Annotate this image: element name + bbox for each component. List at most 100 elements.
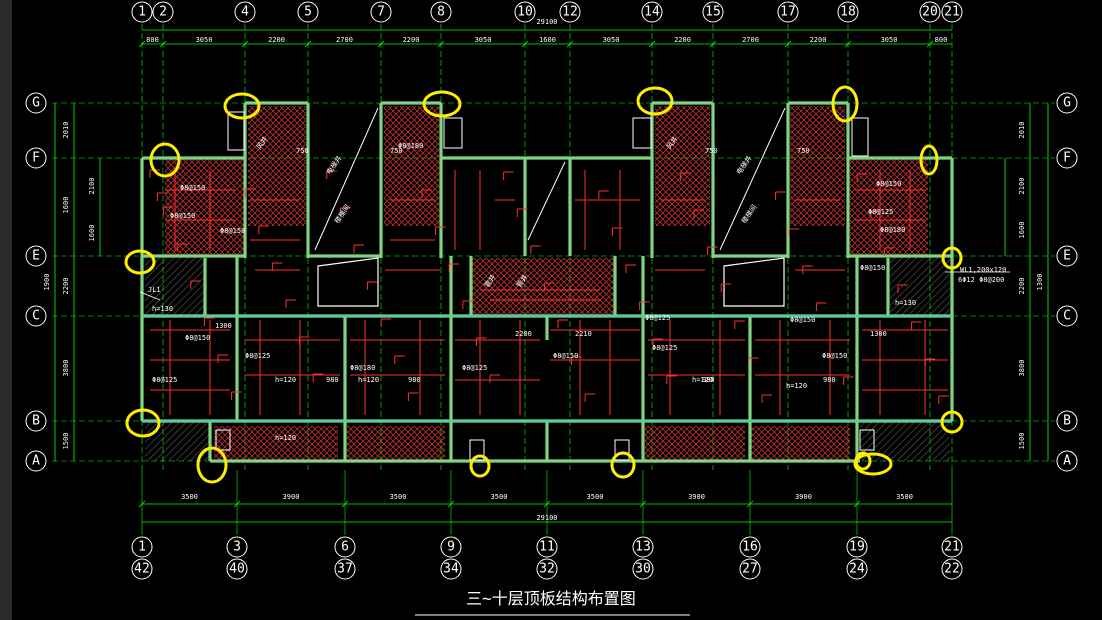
axis-label-bottom-lower: 22	[944, 562, 960, 577]
dim-label-bottom: 3500	[896, 493, 913, 501]
rebar-annotation: Φ8@150	[822, 352, 847, 360]
axis-bubble-bottom-2[interactable]	[941, 558, 963, 580]
slab-hatch-zone	[248, 106, 306, 226]
misc-annotation: 750	[390, 147, 403, 155]
highlight-marker[interactable]	[125, 408, 161, 438]
axis-bubble-bottom-2[interactable]	[536, 558, 558, 580]
misc-annotation: 980	[702, 376, 715, 384]
highlight-marker[interactable]	[196, 446, 228, 484]
axis-bubble-top[interactable]	[919, 1, 941, 23]
axis-bubble-right[interactable]	[1056, 410, 1078, 432]
axis-bubble-bottom[interactable]	[536, 536, 558, 558]
axis-bubble-bottom-2[interactable]	[334, 558, 356, 580]
axis-bubble-top[interactable]	[777, 1, 799, 23]
axis-label-right: C	[1063, 309, 1071, 324]
axis-bubble-bottom[interactable]	[226, 536, 248, 558]
axis-bubble-bottom[interactable]	[632, 536, 654, 558]
axis-bubble-bottom-2[interactable]	[632, 558, 654, 580]
highlight-marker[interactable]	[831, 85, 859, 123]
dim-tick	[648, 40, 656, 48]
dim-tick	[566, 40, 574, 48]
axis-bubble-top[interactable]	[514, 1, 536, 23]
highlight-marker[interactable]	[469, 454, 491, 478]
axis-label-bottom-lower: 34	[443, 562, 459, 577]
axis-bubble-bottom[interactable]	[846, 536, 868, 558]
shaft-box	[859, 429, 875, 451]
highlight-marker[interactable]	[610, 451, 636, 479]
rebar-annotation: Φ8@125	[152, 376, 177, 384]
axis-bubble-top[interactable]	[430, 1, 452, 23]
axis-bubble-right[interactable]	[1056, 245, 1078, 267]
axis-bubble-bottom[interactable]	[440, 536, 462, 558]
stair-diagonal	[314, 107, 379, 251]
axis-bubble-left[interactable]	[25, 92, 47, 114]
axis-bubble-left[interactable]	[25, 147, 47, 169]
dim-label-left: 1500	[62, 433, 70, 450]
highlight-marker[interactable]	[124, 249, 156, 275]
dim-tick	[853, 500, 861, 508]
dim-label-top: 2700	[742, 36, 759, 44]
rebar-annotation: Φ8@125	[652, 344, 677, 352]
axis-bubble-bottom-2[interactable]	[440, 558, 462, 580]
highlight-marker[interactable]	[223, 92, 261, 120]
axis-label-top: 18	[840, 5, 856, 20]
axis-bubble-right[interactable]	[1056, 92, 1078, 114]
highlight-marker[interactable]	[941, 246, 963, 270]
highlight-marker[interactable]	[636, 86, 674, 116]
axis-label-bottom-lower: 37	[337, 562, 353, 577]
highlight-marker[interactable]	[422, 90, 462, 118]
dim-label-bottom: 3500	[181, 493, 198, 501]
rebar-annotation: Φ8@150	[185, 334, 210, 342]
axis-bubble-left[interactable]	[25, 245, 47, 267]
elevator-shaft[interactable]	[723, 257, 785, 307]
axis-bubble-bottom-2[interactable]	[739, 558, 761, 580]
axis-label-right: E	[1063, 249, 1071, 264]
shaft-box	[469, 439, 485, 461]
axis-bubble-bottom-2[interactable]	[131, 558, 153, 580]
dim-label-bottom: 3500	[587, 493, 604, 501]
misc-annotation: 6Φ12 Φ8@200	[958, 276, 1004, 284]
highlight-marker[interactable]	[919, 144, 939, 176]
axis-bubble-bottom-2[interactable]	[846, 558, 868, 580]
axis-bubble-top[interactable]	[941, 1, 963, 23]
axis-bubble-top[interactable]	[702, 1, 724, 23]
shaft-box	[614, 439, 630, 461]
highlight-marker[interactable]	[940, 410, 964, 434]
slab-hatch-zone	[214, 426, 338, 461]
axis-bubble-bottom[interactable]	[739, 536, 761, 558]
axis-bubble-right[interactable]	[1056, 147, 1078, 169]
axis-bubble-top[interactable]	[152, 1, 174, 23]
axis-bubble-top[interactable]	[234, 1, 256, 23]
axis-bubble-top[interactable]	[297, 1, 319, 23]
axis-bubble-right[interactable]	[1056, 450, 1078, 472]
axis-label-top: 14	[644, 5, 660, 20]
axis-bubble-top[interactable]	[131, 1, 153, 23]
highlight-marker[interactable]	[149, 142, 181, 178]
rebar-annotation: Φ8@150	[170, 212, 195, 220]
axis-bubble-bottom[interactable]	[334, 536, 356, 558]
axis-bubble-left[interactable]	[25, 410, 47, 432]
slab-hatch-zone	[655, 106, 710, 226]
elevator-shaft[interactable]	[317, 257, 379, 307]
axis-bubble-top[interactable]	[641, 1, 663, 23]
axis-bubble-top[interactable]	[559, 1, 581, 23]
dim-tick	[138, 40, 146, 48]
axis-label-left: B	[32, 414, 40, 429]
axis-label-left: G	[32, 96, 40, 111]
axis-bubble-left[interactable]	[25, 305, 47, 327]
axis-bubble-top[interactable]	[837, 1, 859, 23]
rebar-annotation: Φ8@180	[350, 364, 375, 372]
axis-bubble-top[interactable]	[370, 1, 392, 23]
highlight-marker[interactable]	[854, 451, 872, 471]
axis-label-top: 7	[377, 5, 385, 20]
axis-bubble-bottom[interactable]	[131, 536, 153, 558]
axis-label-left: C	[32, 309, 40, 324]
axis-label-right: B	[1063, 414, 1071, 429]
axis-bubble-bottom[interactable]	[941, 536, 963, 558]
dim-label-top: 3050	[196, 36, 213, 44]
axis-bubble-right[interactable]	[1056, 305, 1078, 327]
axis-bubble-bottom-2[interactable]	[226, 558, 248, 580]
axis-bubble-left[interactable]	[25, 450, 47, 472]
